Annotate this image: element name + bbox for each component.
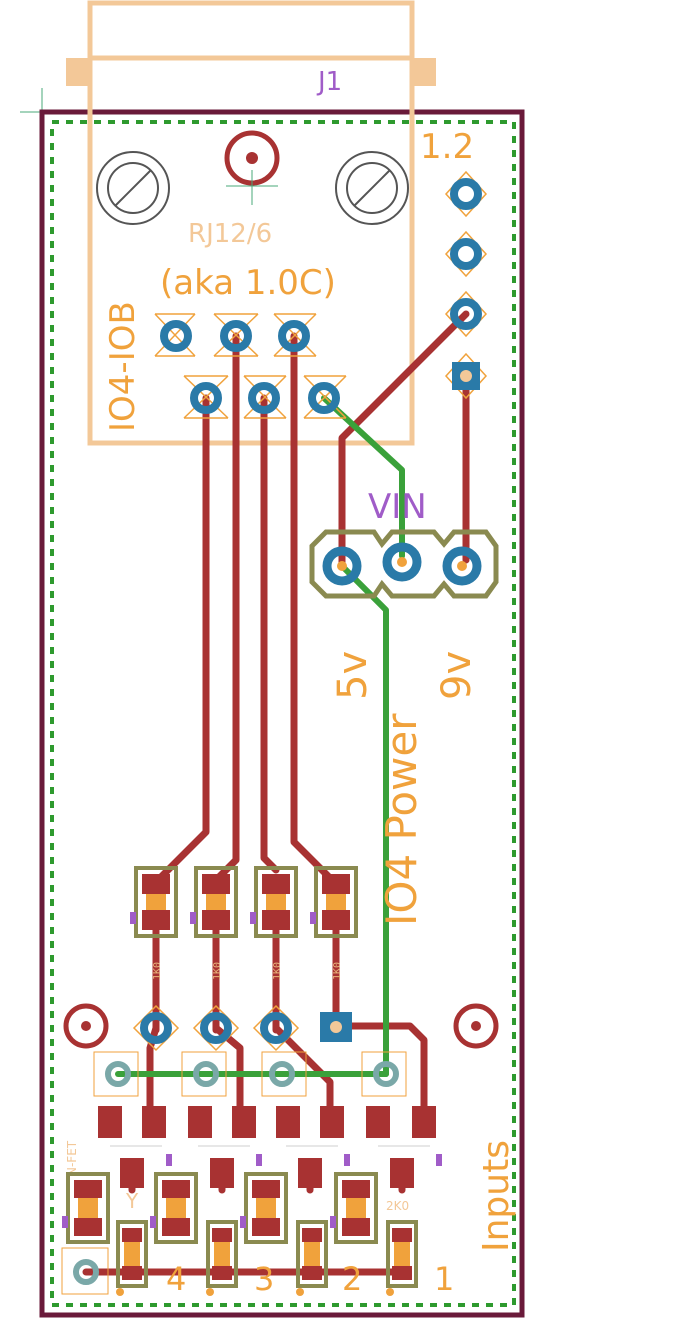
resistor-value-3: 1K0 (272, 962, 283, 980)
pin-number-3: 3 (254, 1260, 274, 1298)
5v-label: 5v (330, 651, 376, 700)
fet-row (98, 1106, 442, 1188)
connector-value: RJ12/6 (188, 219, 272, 249)
board-outline (39, 109, 525, 1318)
header-pads (444, 170, 488, 400)
keepout-border (50, 120, 516, 1307)
9v-label: 9v (434, 651, 480, 700)
resistor-value-bottom: 2K0 (386, 1199, 409, 1213)
io4-power-label: IO4 Power (377, 713, 426, 926)
pin-number-1: 1 (434, 1260, 454, 1298)
vin-header (309, 529, 499, 599)
vin-label: VIN (368, 487, 427, 527)
resistor-row-top (130, 866, 358, 938)
mounting-holes-bottom (63, 1003, 499, 1049)
pin-number-4: 4 (166, 1260, 186, 1298)
resistor-value-2: 1K0 (212, 962, 223, 980)
copper-traces-bottom (115, 395, 405, 1077)
resistor-row-bottom (62, 1172, 378, 1244)
pin-number-2: 2 (342, 1260, 362, 1298)
vias (61, 1051, 407, 1295)
fet-label: N-FET (65, 1140, 79, 1176)
resistor-value-1: 1K0 (152, 962, 163, 980)
aka-label: (aka 1.0C) (160, 263, 336, 303)
version-label: 1.2 (420, 127, 474, 167)
rj12-pads (154, 313, 347, 419)
connector-ref: J1 (316, 67, 342, 97)
led-row (116, 1220, 418, 1296)
resistor-value-4: 1K0 (332, 962, 343, 980)
y-label: Y (125, 1189, 139, 1213)
inputs-label: Inputs (476, 1140, 517, 1252)
board-name-label: IO4-IOB (103, 301, 143, 432)
input-header-pads (132, 1004, 352, 1052)
rj12-connector (66, 0, 436, 446)
